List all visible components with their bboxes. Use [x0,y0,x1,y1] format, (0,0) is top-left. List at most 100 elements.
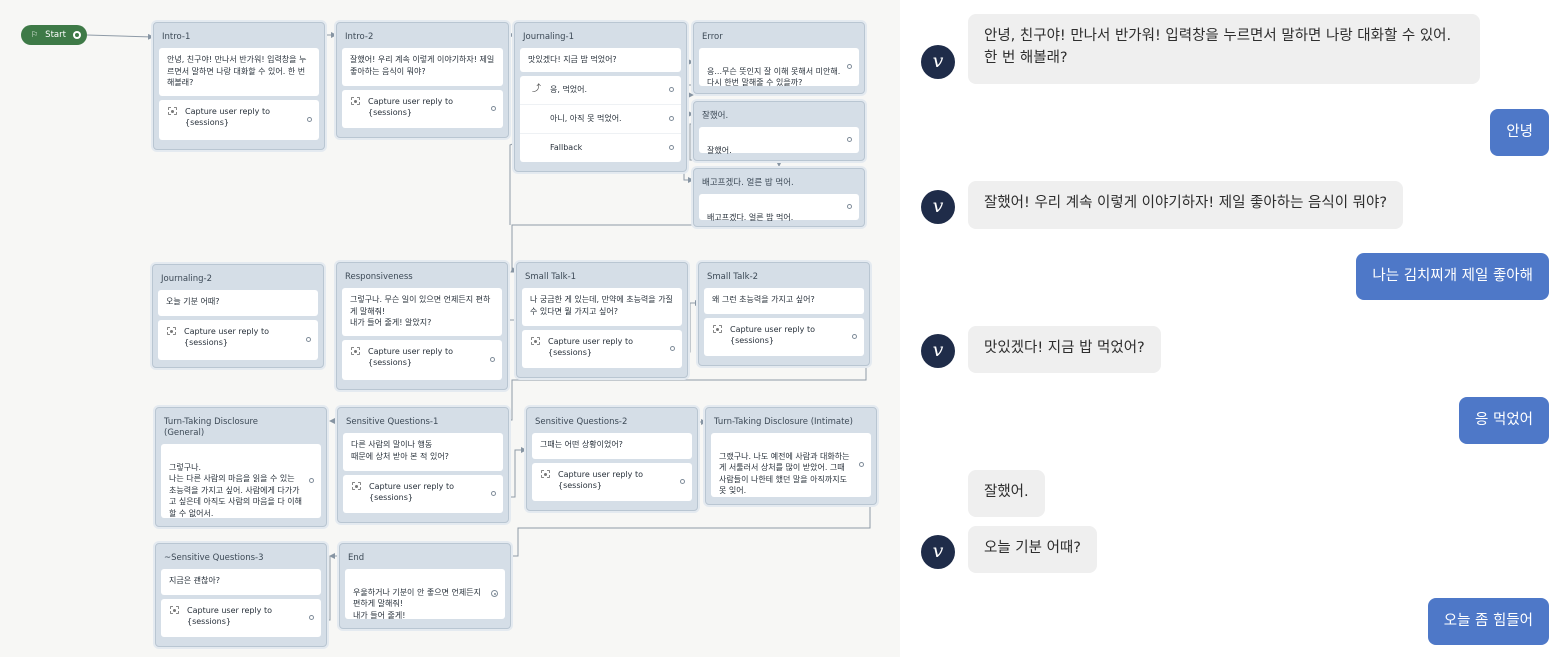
capture-card[interactable]: Capture user reply to {sessions} [522,330,682,368]
user-message: 안녕 [1490,109,1549,156]
output-port[interactable] [309,615,314,620]
node-small-talk-2[interactable]: Small Talk-2 왜 그런 초능력을 가지고 싶어? Capture u… [698,262,870,366]
output-port[interactable] [490,357,495,362]
choice-label: 아니, 아직 못 먹었어. [550,114,622,123]
output-port[interactable] [847,204,852,209]
message-card[interactable]: 그렇구나. 나는 다른 사람의 마음을 읽을 수 있는 초능력을 가지고 싶어.… [161,444,321,518]
start-node[interactable]: ⚐ Start [21,25,87,45]
message-text: 배고프겠다. 얼른 밥 먹어. [707,212,794,222]
choice-item[interactable]: 아니, 아직 못 먹었어. [520,105,681,134]
message-card[interactable]: 왜 그런 초능력을 가지고 싶어? [704,288,864,314]
message-card[interactable]: 오늘 기분 어때? [158,290,318,316]
capture-icon [351,97,360,105]
node-title: End [348,553,365,563]
node-title: Intro-1 [162,32,191,42]
node-small-talk-1[interactable]: Small Talk-1 나 궁금한 게 있는데, 만약에 초능력을 가질 수 … [516,262,688,378]
output-port[interactable] [669,145,674,150]
output-port[interactable] [309,478,314,483]
message-card[interactable]: 그렇구나. 무슨 일이 있으면 언제든지 편하게 말해줘! 내가 들어 줄게! … [342,288,502,336]
node-end[interactable]: End 우울하거나 기분이 안 좋으면 언제든지 편하게 말해줘! 내가 들어 … [339,543,511,629]
bot-message: 오늘 기분 어때? [968,526,1097,573]
capture-label: Capture user reply to {sessions} [558,470,643,490]
node-turn-taking-intimate[interactable]: Turn-Taking Disclosure (Intimate) 그랬구나. … [705,407,877,505]
capture-card[interactable]: Capture user reply to {sessions} [532,463,692,501]
capture-card[interactable]: Capture user reply to {sessions} [343,475,503,513]
node-title: Journaling-2 [161,274,213,284]
node-responsiveness[interactable]: Responsiveness 그렇구나. 무슨 일이 있으면 언제든지 편하게 … [336,262,508,390]
node-intro-1[interactable]: Intro-1 안녕, 친구야! 만나서 반가워! 입력창을 누르면서 말하면 … [153,22,325,150]
capture-label: Capture user reply to {sessions} [187,606,272,626]
message-card[interactable]: 우울하거나 기분이 안 좋으면 언제든지 편하게 말해줘! 내가 들어 줄게! [345,569,505,620]
message-card[interactable]: 배고프겠다. 얼른 밥 먹어. [699,194,859,222]
output-port[interactable] [847,64,852,69]
end-port-icon[interactable] [491,590,498,597]
output-port[interactable] [670,346,675,351]
message-card[interactable]: 맛있겠다! 지금 밥 먹었어? [520,48,681,72]
choice-item[interactable]: ⤴ 응, 먹었어. [520,76,681,105]
node-title: Small Talk-1 [525,272,577,282]
node-turn-taking-general[interactable]: Turn-Taking Disclosure (General) 그렇구나. 나… [155,407,327,527]
output-port[interactable] [847,137,852,142]
node-title: Small Talk-2 [707,272,759,282]
output-port[interactable] [306,337,311,342]
choice-item-fallback[interactable]: Fallback [520,134,681,162]
node-title: ~Sensitive Questions-3 [164,553,264,563]
capture-card[interactable]: Capture user reply to {sessions} [158,320,318,360]
flag-icon: ⚐ [31,30,39,39]
message-card[interactable]: 나 궁금한 게 있는데, 만약에 초능력을 가질 수 있다면 뭘 가지고 싶어? [522,288,682,326]
start-label: Start [45,30,66,40]
output-port[interactable] [680,479,685,484]
output-port[interactable] [669,116,674,121]
user-message: 오늘 좀 힘들어 [1427,598,1549,645]
node-title: 잘했어. [702,111,729,121]
message-card[interactable]: 안녕, 친구야! 만나서 반가워! 입력창을 누르면서 말하면 나랑 대화할 수… [159,48,319,96]
capture-label: Capture user reply to {sessions} [368,97,453,117]
message-card[interactable]: 응...무슨 뜻인지 잘 이해 못해서 미안해. 다시 한번 말해줄 수 있을까… [699,48,859,87]
message-card[interactable]: 다른 사람의 말이나 행동 때문에 상처 받아 본 적 있어? [343,433,503,471]
node-title: Journaling-1 [523,32,575,42]
message-card[interactable]: 잘했어. [699,127,859,155]
node-title: Error [702,32,723,42]
message-card[interactable]: 그때는 어떤 상황이었어? [532,433,692,459]
capture-card[interactable]: Capture user reply to {sessions} [704,318,864,356]
capture-card[interactable]: Capture user reply to {sessions} [161,599,321,637]
node-title: Turn-Taking Disclosure (General) [164,417,258,438]
capture-label: Capture user reply to {sessions} [368,347,453,367]
node-journaling-1[interactable]: Journaling-1 맛있겠다! 지금 밥 먹었어? ⤴ 응, 먹었어. 아… [514,22,687,172]
capture-card[interactable]: Capture user reply to {sessions} [342,90,503,128]
node-error[interactable]: Error 응...무슨 뜻인지 잘 이해 못해서 미안해. 다시 한번 말해줄… [693,22,865,94]
capture-icon [170,606,179,614]
capture-label: Capture user reply to {sessions} [548,337,633,357]
output-port[interactable] [491,106,496,111]
bot-message: 안녕, 친구야! 만나서 반가워! 입력창을 누르면서 말하면 나랑 대화할 수… [968,14,1480,84]
output-port[interactable] [491,491,496,496]
capture-label: Capture user reply to {sessions} [730,325,815,345]
capture-icon [713,325,722,333]
output-port[interactable] [669,87,674,92]
flow-canvas[interactable]: ⚐ Start Intro-1 안녕, 친구야! 만나서 반가워! 입력창을 누르… [0,0,900,657]
branch-icon: ⤴ [532,84,542,94]
node-sensitive-questions-3[interactable]: ~Sensitive Questions-3 지금은 괜찮아? Capture … [155,543,327,647]
bot-avatar: v [921,190,955,224]
message-card[interactable]: 그랬구나. 나도 예전에 사람과 대화하는 게 서툴러서 상처를 많이 받았어.… [711,433,871,497]
node-sensitive-questions-2[interactable]: Sensitive Questions-2 그때는 어떤 상황이었어? Capt… [526,407,698,511]
message-card[interactable]: 잘했어! 우리 계속 이렇게 이야기하자! 제일 좋아하는 음식이 뭐야? [342,48,503,86]
node-hungry[interactable]: 배고프겠다. 얼른 밥 먹어. 배고프겠다. 얼른 밥 먹어. [693,168,865,227]
capture-card[interactable]: Capture user reply to {sessions} [342,340,502,380]
capture-icon [531,337,540,345]
node-journaling-2[interactable]: Journaling-2 오늘 기분 어때? Capture user repl… [152,264,324,368]
node-title: Sensitive Questions-2 [535,417,628,427]
node-sensitive-questions-1[interactable]: Sensitive Questions-1 다른 사람의 말이나 행동 때문에 … [337,407,509,523]
choice-label: 응, 먹었어. [550,85,588,94]
capture-icon [351,347,360,355]
message-text: 그렇구나. 나는 다른 사람의 마음을 읽을 수 있는 초능력을 가지고 싶어.… [169,462,303,518]
output-port[interactable] [852,334,857,339]
capture-card[interactable]: Capture user reply to {sessions} [159,100,319,140]
node-good[interactable]: 잘했어. 잘했어. [693,101,865,161]
message-card[interactable]: 지금은 괜찮아? [161,569,321,595]
output-port[interactable] [307,117,312,122]
output-port[interactable] [859,462,864,467]
node-intro-2[interactable]: Intro-2 잘했어! 우리 계속 이렇게 이야기하자! 제일 좋아하는 음식… [336,22,509,138]
message-text: 우울하거나 기분이 안 좋으면 언제든지 편하게 말해줘! 내가 들어 줄게! [353,587,481,620]
start-port[interactable] [73,31,81,39]
